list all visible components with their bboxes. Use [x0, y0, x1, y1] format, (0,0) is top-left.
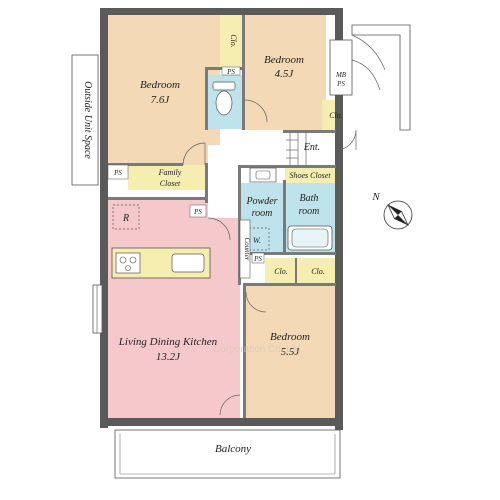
- bedroom-large-size: 7.6J: [151, 94, 171, 106]
- closet-right-label: Clo.: [329, 111, 343, 120]
- shoes-closet-fill: [285, 167, 335, 183]
- closet-top-label: Clo.: [229, 34, 238, 48]
- bath-room-line1: Bath: [300, 193, 319, 204]
- closet-b-fill: [297, 258, 335, 285]
- ldk-fill: [108, 200, 208, 418]
- bedroom-bottom-fill: [246, 285, 335, 418]
- family-closet-line1: Family: [158, 168, 182, 177]
- bedroom-small-size: 4.5J: [275, 68, 295, 80]
- bath-room-line2: room: [299, 206, 320, 217]
- family-closet-fill: [128, 165, 208, 190]
- ldk-size: 13.2J: [156, 351, 181, 363]
- ps-label-top: PS: [226, 68, 235, 76]
- watermark: Corporation Co.,Ltd.: [213, 344, 303, 355]
- outside-unit-box: [71, 54, 99, 186]
- closet-top-fill: [220, 15, 242, 67]
- entrance-steps: [286, 133, 307, 165]
- door-swings: [182, 99, 357, 416]
- ps-box-mid: [189, 204, 207, 218]
- bedroom-small-fill: [244, 15, 326, 130]
- kitchen-sink: [171, 253, 205, 273]
- ps-label-bottom: PS: [253, 255, 262, 263]
- mbps-box: [329, 39, 353, 96]
- ps-box-left: [107, 164, 129, 180]
- bedroom-bottom-name: Bedroom: [270, 331, 310, 343]
- family-closet-line2: Closet: [160, 179, 181, 188]
- bedroom-large-name: Bedroom: [140, 79, 180, 91]
- closet-b-label: Clo.: [311, 267, 325, 276]
- washer-label: W.: [253, 236, 261, 245]
- ps-label-left: PS: [113, 169, 122, 177]
- outside-unit-label: Outside Unit Space: [82, 81, 93, 159]
- refrigerator-label: R: [122, 213, 129, 224]
- mbps-label-1: MB: [335, 71, 347, 79]
- bedroom-small-name: Bedroom: [264, 54, 304, 66]
- counter-box: [239, 219, 251, 279]
- toilet-bowl: [215, 90, 233, 116]
- bedroom-bottom-size: 5.5J: [281, 346, 301, 358]
- stove: [115, 252, 141, 274]
- closet-right-fill: [322, 100, 336, 130]
- ldk-name: Living Dining Kitchen: [118, 336, 218, 348]
- entrance-label: Ent.: [303, 142, 320, 153]
- ps-box-top: [221, 66, 241, 76]
- stair-outline: [351, 24, 411, 131]
- shoes-closet-label: Shoes Closet: [289, 171, 331, 180]
- powder-room-line2: room: [252, 208, 273, 219]
- bedroom-large-fill: [108, 15, 208, 165]
- closet-a-label: Clo.: [274, 267, 288, 276]
- refrigerator-box: [112, 204, 140, 230]
- ldk-fill-2: [208, 218, 240, 418]
- ps-box-bottom: [251, 252, 265, 264]
- mbps-label-2: PS: [336, 80, 345, 88]
- closet-a-fill: [265, 258, 297, 285]
- ps-label-mid: PS: [193, 208, 202, 216]
- counter-label: Counter: [243, 238, 251, 261]
- compass-icon: [383, 200, 413, 230]
- balcony-box: [114, 429, 341, 479]
- powder-room-line1: Powder: [245, 196, 277, 207]
- ldk-window: [92, 284, 103, 334]
- balcony-label: Balcony: [215, 443, 251, 455]
- toilet-tank: [212, 81, 236, 91]
- compass-north-label: N: [371, 191, 380, 203]
